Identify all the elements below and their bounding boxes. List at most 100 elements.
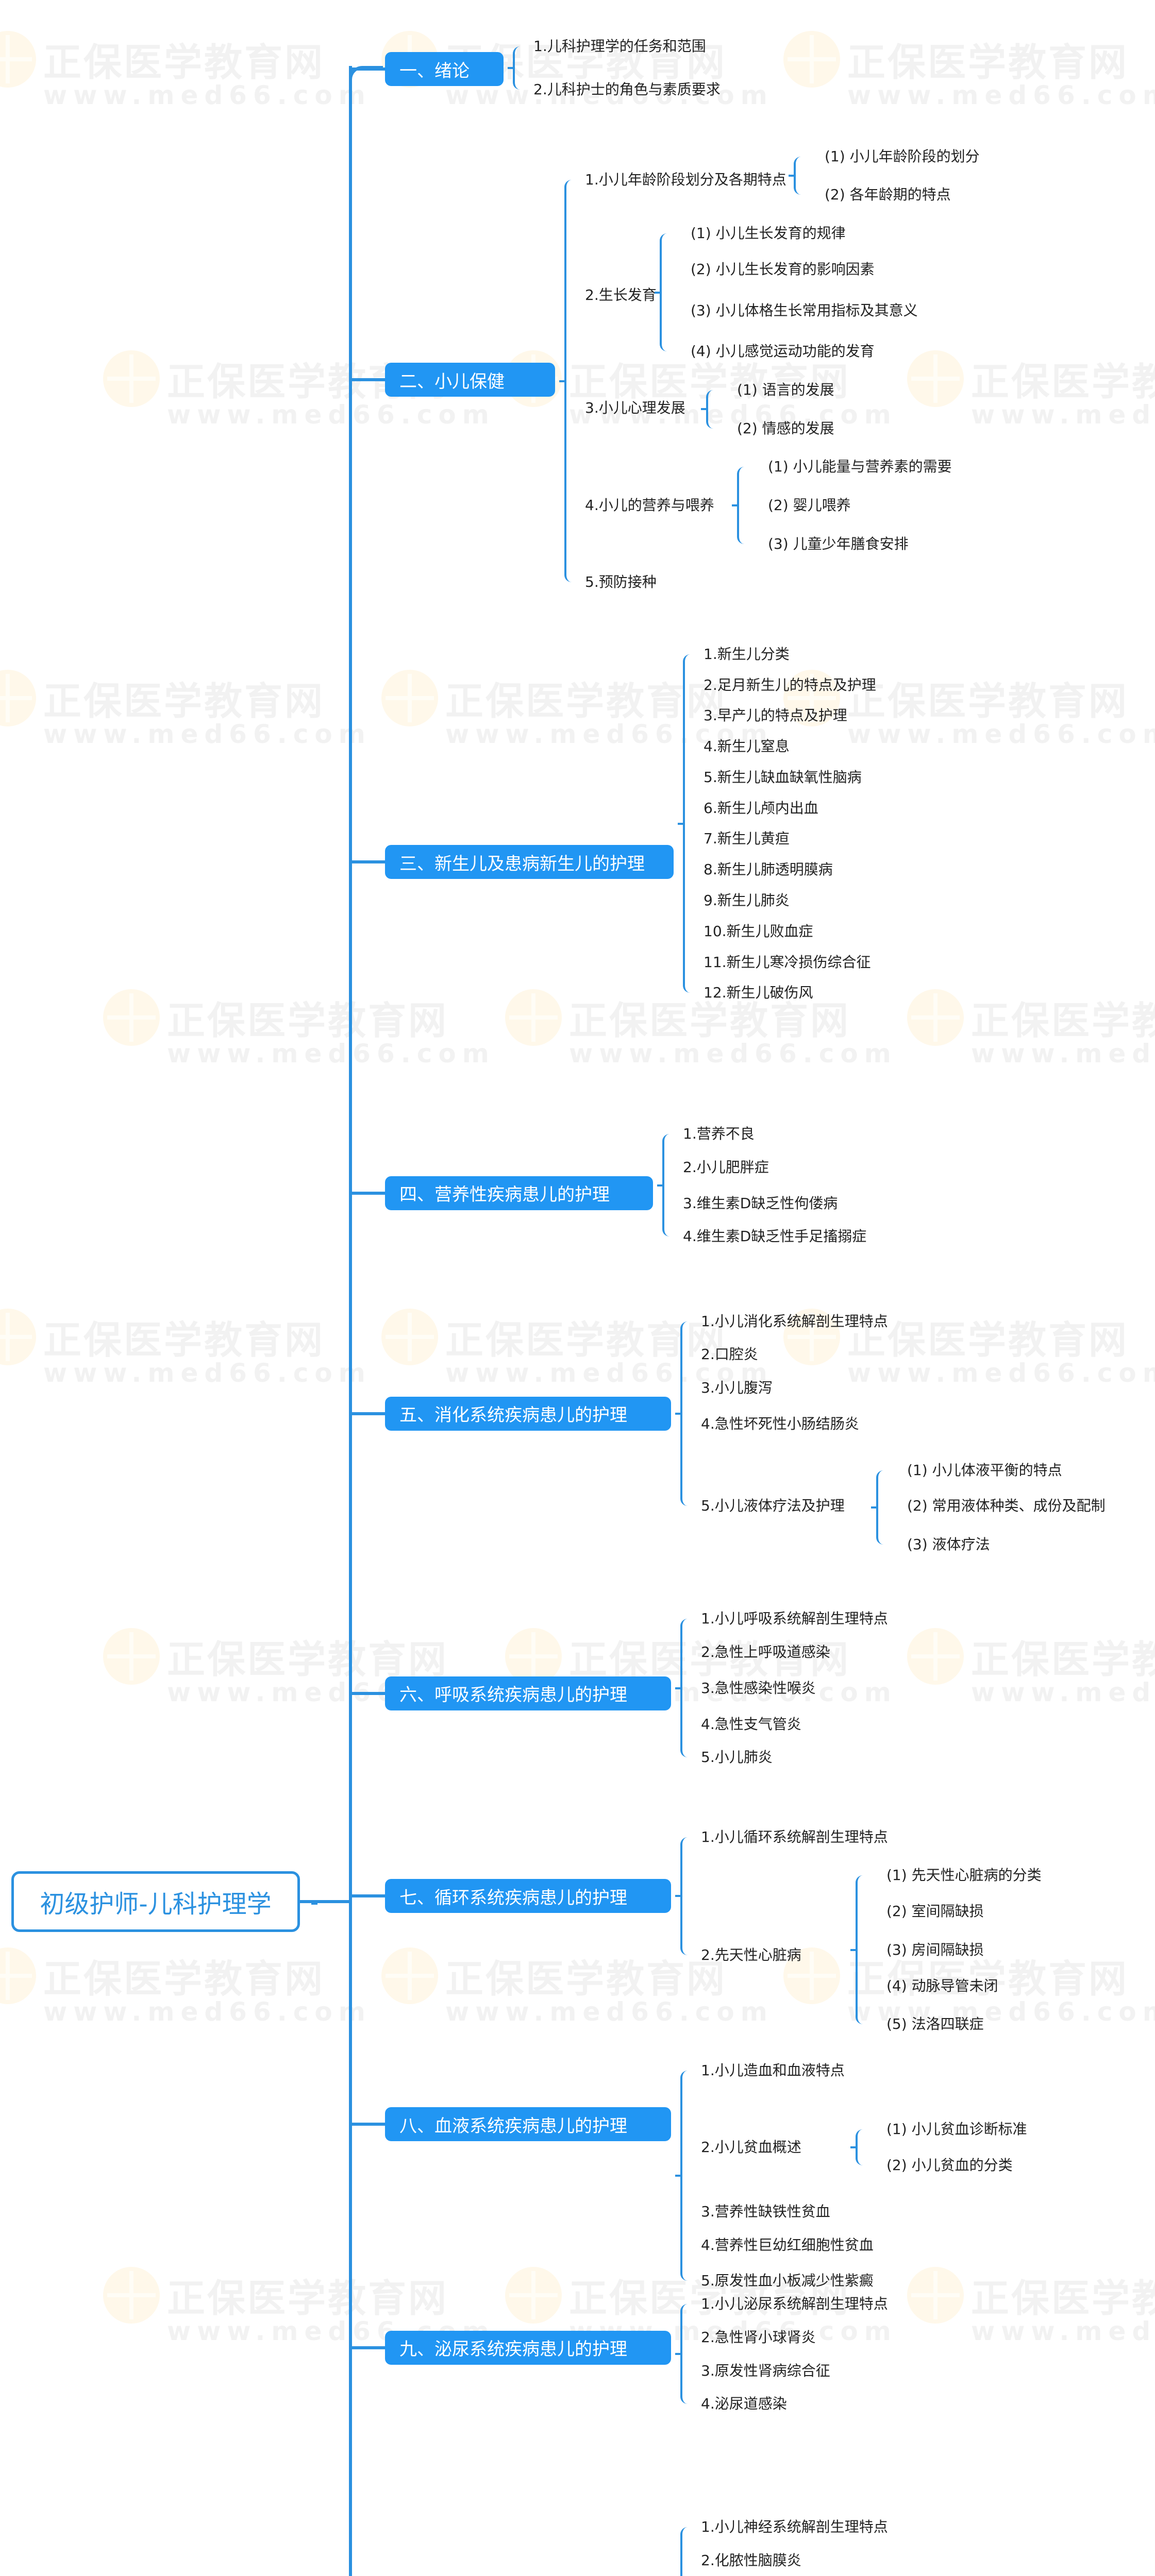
section-brace bbox=[675, 1837, 693, 1955]
topic-item[interactable]: 5.原发性血小板减少性紫癜 bbox=[701, 2272, 874, 2290]
subtopic-item[interactable]: (1) 小儿能量与营养素的需要 bbox=[768, 458, 952, 476]
watermark-text: 正保医学教育网 bbox=[847, 40, 1129, 85]
watermark-logo-icon bbox=[907, 989, 964, 1046]
subtopic-item[interactable]: (3) 儿童少年膳食安排 bbox=[768, 535, 909, 552]
subtopic-item[interactable]: (2) 小儿贫血的分类 bbox=[886, 2157, 1013, 2174]
topic-item[interactable]: 4.急性支气管炎 bbox=[701, 1715, 801, 1733]
subtopic-item[interactable]: (2) 小儿生长发育的影响因素 bbox=[691, 260, 875, 278]
topic-item[interactable]: 4.小儿的营养与喂养 bbox=[585, 497, 714, 514]
watermark-url: www.med66.com bbox=[971, 2316, 1155, 2346]
topic-item[interactable]: 2.足月新生儿的特点及护理 bbox=[704, 676, 876, 693]
topic-item[interactable]: 9.新生儿肺炎 bbox=[704, 891, 790, 909]
topic-item[interactable]: 1.儿科护理学的任务和范围 bbox=[533, 37, 706, 55]
subtopic-item[interactable]: (2) 婴儿喂养 bbox=[768, 497, 851, 514]
topic-item[interactable]: 3.维生素D缺乏性佝偻病 bbox=[683, 1194, 838, 1212]
topic-item[interactable]: 1.新生儿分类 bbox=[704, 645, 790, 663]
section-node-9[interactable]: 九、泌尿系统疾病患儿的护理 bbox=[385, 2330, 671, 2365]
watermark-url: www.med66.com bbox=[445, 1997, 774, 2027]
topic-item[interactable]: 10.新生儿败血症 bbox=[704, 922, 813, 940]
subtopic-item[interactable]: (1) 小儿年龄阶段的划分 bbox=[825, 147, 980, 165]
watermark-logo-icon bbox=[907, 350, 964, 407]
subtopic-item[interactable]: (2) 室间隔缺损 bbox=[886, 1903, 984, 1920]
topic-item[interactable]: 2.小儿肥胖症 bbox=[683, 1158, 769, 1176]
section-label: 七、循环系统疾病患儿的护理 bbox=[399, 1887, 627, 1908]
topic-item[interactable]: 1.小儿消化系统解剖生理特点 bbox=[701, 1312, 888, 1330]
subtopic-item[interactable]: (1) 小儿体液平衡的特点 bbox=[907, 1461, 1062, 1479]
subtopic-item[interactable]: (2) 常用液体种类、成份及配制 bbox=[907, 1497, 1106, 1515]
topic-item[interactable]: 3.急性感染性喉炎 bbox=[701, 1679, 816, 1697]
topic-item[interactable]: 2.口腔炎 bbox=[701, 1346, 758, 1363]
section-brace bbox=[678, 654, 695, 993]
subtopic-item[interactable]: (2) 情感的发展 bbox=[737, 419, 834, 437]
watermark-logo-icon bbox=[907, 2267, 964, 2324]
watermark-logo-icon bbox=[0, 1947, 36, 2004]
topic-item[interactable]: 3.小儿心理发展 bbox=[585, 399, 685, 416]
topic-item[interactable]: 5.预防接种 bbox=[585, 573, 657, 591]
section-node-6[interactable]: 六、呼吸系统疾病患儿的护理 bbox=[385, 1676, 671, 1710]
topic-item[interactable]: 4.营养性巨幼红细胞性贫血 bbox=[701, 2236, 874, 2253]
section-node-2[interactable]: 二、小儿保健 bbox=[385, 363, 555, 397]
topic-item[interactable]: 4.急性坏死性小肠结肠炎 bbox=[701, 1415, 859, 1432]
watermark-url: www.med66.com bbox=[167, 1039, 495, 1069]
section-connector bbox=[349, 67, 385, 71]
topic-item[interactable]: 2.生长发育 bbox=[585, 286, 657, 303]
topic-item[interactable]: 1.小儿神经系统解剖生理特点 bbox=[701, 2518, 888, 2536]
topic-item[interactable]: 1.小儿循环系统解剖生理特点 bbox=[701, 1828, 888, 1845]
subtopic-item[interactable]: (5) 法洛四联症 bbox=[886, 2015, 984, 2033]
subtopic-brace bbox=[701, 389, 718, 429]
watermark-logo-icon bbox=[381, 670, 438, 726]
subtopic-item[interactable]: (1) 先天性心脏病的分类 bbox=[886, 1867, 1042, 1884]
topic-item[interactable]: 2.急性上呼吸道感染 bbox=[701, 1643, 830, 1661]
topic-item[interactable]: 1.小儿呼吸系统解剖生理特点 bbox=[701, 1610, 888, 1628]
subtopic-item[interactable]: (1) 小儿贫血诊断标准 bbox=[886, 2121, 1027, 2138]
subtopic-item[interactable]: (4) 小儿感觉运动功能的发育 bbox=[691, 343, 875, 360]
root-node[interactable]: 初级护师-儿科护理学 bbox=[11, 1871, 300, 1932]
section-brace bbox=[675, 1321, 693, 1506]
watermark-text: 正保医学教育网 bbox=[971, 1637, 1155, 1682]
topic-item[interactable]: 3.营养性缺铁性贫血 bbox=[701, 2202, 830, 2220]
topic-item[interactable]: 3.原发性肾病综合征 bbox=[701, 2362, 830, 2379]
section-node-7[interactable]: 七、循环系统疾病患儿的护理 bbox=[385, 1879, 671, 1913]
topic-item[interactable]: 1.小儿造血和血液特点 bbox=[701, 2061, 845, 2079]
topic-item[interactable]: 6.新生儿颅内出血 bbox=[704, 799, 818, 817]
topic-item[interactable]: 3.早产儿的特点及护理 bbox=[704, 707, 847, 724]
subtopic-item[interactable]: (1) 小儿生长发育的规律 bbox=[691, 225, 846, 242]
subtopic-item[interactable]: (4) 动脉导管未闭 bbox=[886, 1977, 998, 1994]
subtopic-item[interactable]: (2) 各年龄期的特点 bbox=[825, 186, 951, 204]
topic-item[interactable]: 5.小儿液体疗法及护理 bbox=[701, 1497, 845, 1515]
section-connector bbox=[349, 378, 385, 382]
topic-item[interactable]: 2.先天性心脏病 bbox=[701, 1946, 801, 1963]
topic-item[interactable]: 2.化脓性脑膜炎 bbox=[701, 2552, 801, 2569]
topic-item[interactable]: 8.新生儿肺透明膜病 bbox=[704, 861, 833, 878]
topic-item[interactable]: 12.新生儿破伤风 bbox=[704, 984, 813, 1002]
watermark-logo-icon bbox=[505, 989, 562, 1046]
watermark-url: www.med66.com bbox=[847, 80, 1155, 110]
topic-item[interactable]: 2.儿科护士的角色与素质要求 bbox=[533, 81, 721, 98]
topic-item[interactable]: 5.小儿肺炎 bbox=[701, 1749, 773, 1766]
topic-item[interactable]: 11.新生儿寒冷损伤综合征 bbox=[704, 953, 871, 971]
section-node-1[interactable]: 一、绪论 bbox=[385, 52, 504, 87]
section-node-5[interactable]: 五、消化系统疾病患儿的护理 bbox=[385, 1396, 671, 1431]
topic-item[interactable]: 5.新生儿缺血缺氧性脑病 bbox=[704, 768, 862, 786]
subtopic-item[interactable]: (1) 语言的发展 bbox=[737, 381, 834, 398]
topic-item[interactable]: 1.营养不良 bbox=[683, 1125, 755, 1143]
topic-item[interactable]: 2.急性肾小球肾炎 bbox=[701, 2328, 816, 2346]
topic-item[interactable]: 1.小儿年龄阶段划分及各期特点 bbox=[585, 171, 786, 188]
topic-item[interactable]: 1.小儿泌尿系统解剖生理特点 bbox=[701, 2295, 888, 2313]
section-node-3[interactable]: 三、新生儿及患病新生儿的护理 bbox=[385, 845, 674, 879]
section-node-8[interactable]: 八、血液系统疾病患儿的护理 bbox=[385, 2107, 671, 2142]
topic-item[interactable]: 2.小儿贫血概述 bbox=[701, 2139, 801, 2156]
subtopic-item[interactable]: (3) 小儿体格生长常用指标及其意义 bbox=[691, 301, 918, 319]
topic-item[interactable]: 4.泌尿道感染 bbox=[701, 2395, 787, 2413]
watermark-url: www.med66.com bbox=[43, 1358, 372, 1388]
watermark-logo-icon bbox=[103, 1628, 160, 1685]
topic-item[interactable]: 3.小儿腹泻 bbox=[701, 1379, 773, 1397]
section-node-4[interactable]: 四、营养性疾病患儿的护理 bbox=[385, 1176, 653, 1210]
topic-item[interactable]: 7.新生儿黄疸 bbox=[704, 830, 790, 848]
subtopic-item[interactable]: (3) 液体疗法 bbox=[907, 1535, 990, 1553]
topic-item[interactable]: 4.维生素D缺乏性手足搐搦症 bbox=[683, 1228, 867, 1245]
subtopic-item[interactable]: (3) 房间隔缺损 bbox=[886, 1941, 984, 1958]
topic-item[interactable]: 4.新生儿窒息 bbox=[704, 738, 790, 755]
